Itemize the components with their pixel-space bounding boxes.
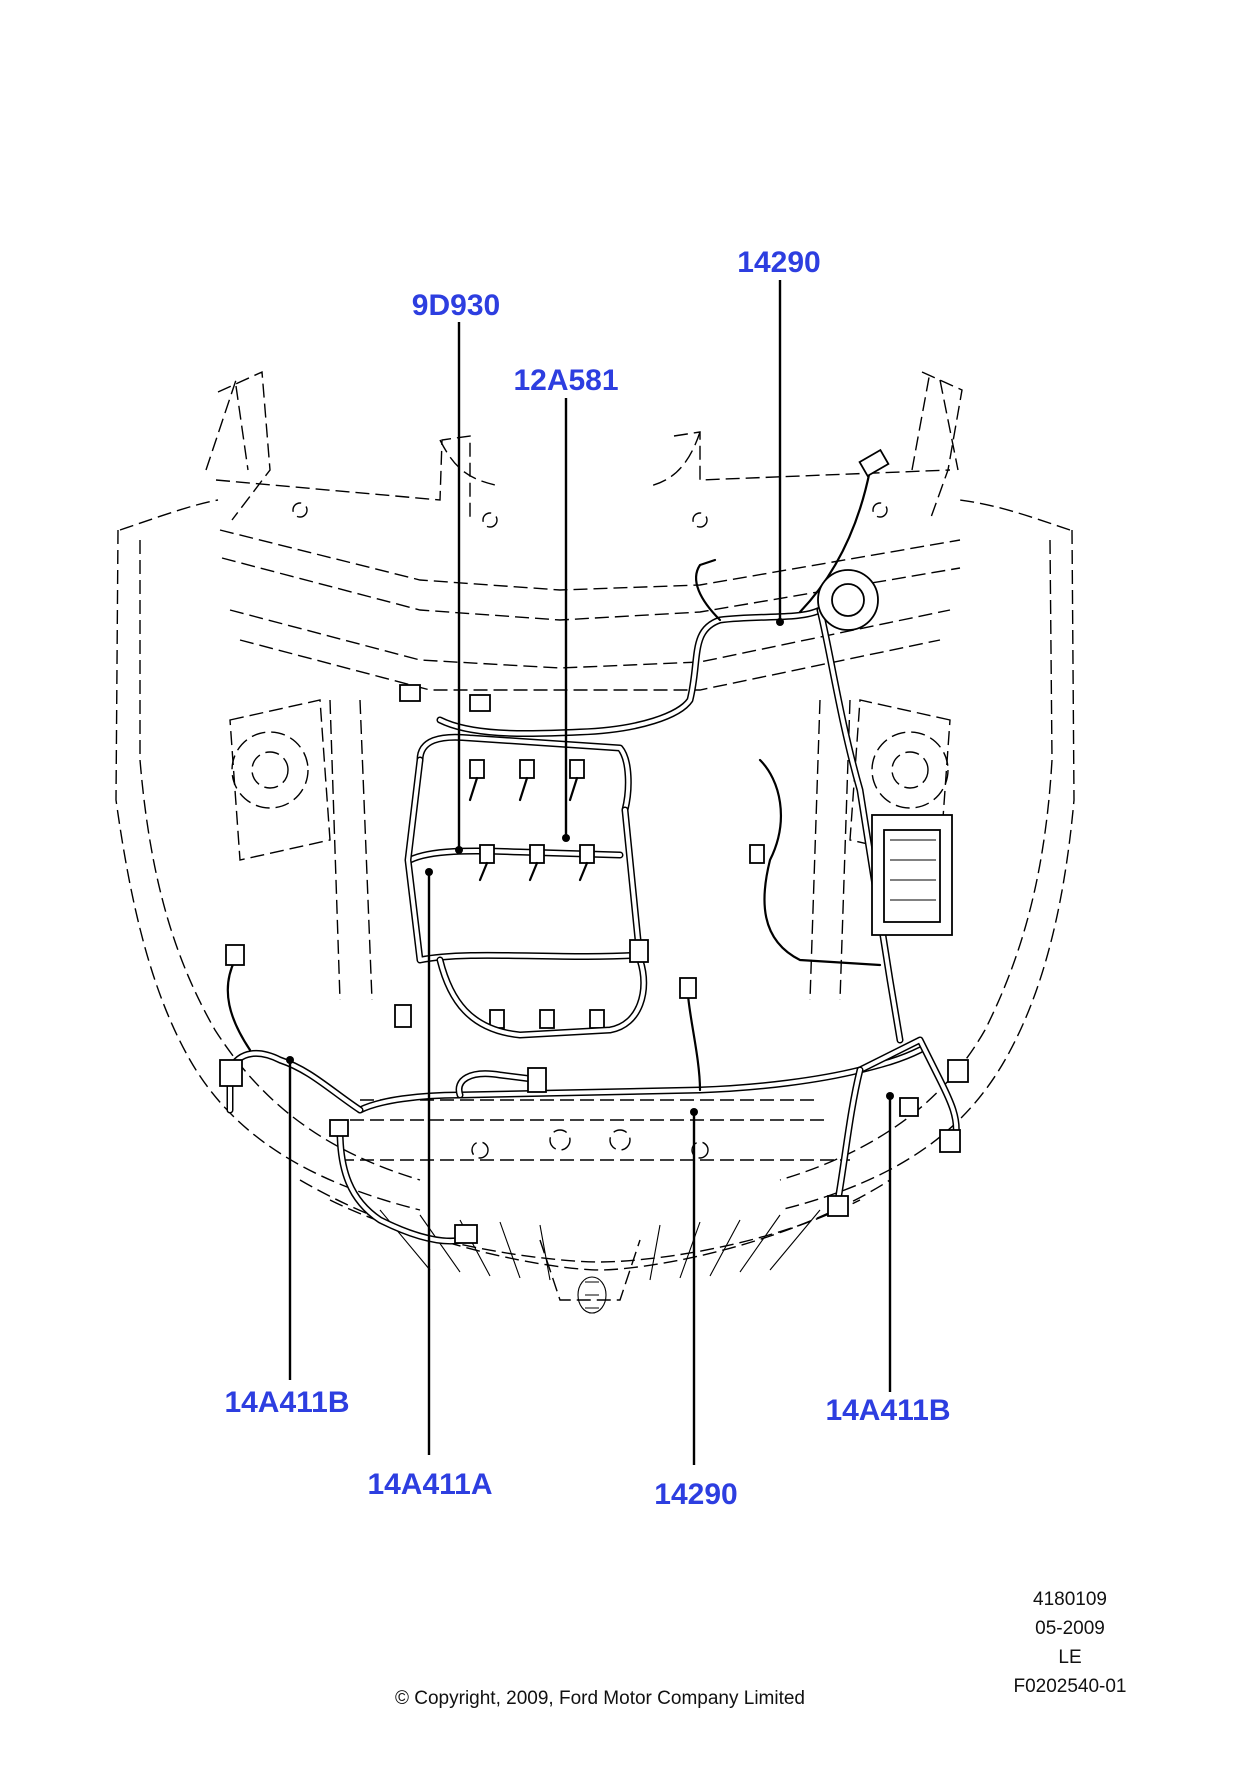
leader-lines xyxy=(286,280,894,1465)
callout-14A411B-left: 14A411B xyxy=(224,1386,349,1419)
callout-14A411A: 14A411A xyxy=(367,1468,492,1501)
reference-part-number: 4180109 xyxy=(1033,1589,1107,1610)
harness-engine-top xyxy=(394,733,649,1039)
reference-date: 05-2009 xyxy=(1035,1618,1105,1639)
harness-front-main xyxy=(356,977,924,1114)
callout-12A581: 12A581 xyxy=(513,364,618,397)
harness-left-front xyxy=(219,944,478,1245)
harness-cowl xyxy=(399,448,890,738)
callout-14A411B-right: 14A411B xyxy=(825,1394,950,1427)
callout-14290-top: 14290 xyxy=(737,246,820,279)
harness-right-front xyxy=(827,1036,969,1217)
harness-right-battery xyxy=(749,569,953,1044)
callout-14290-bottom: 14290 xyxy=(654,1478,737,1511)
callout-9D930: 9D930 xyxy=(412,289,500,322)
copyright-notice: © Copyright, 2009, Ford Motor Company Li… xyxy=(394,1688,805,1709)
reference-code: LE xyxy=(1058,1647,1082,1668)
reference-figure-id: F0202540-01 xyxy=(1013,1676,1127,1697)
